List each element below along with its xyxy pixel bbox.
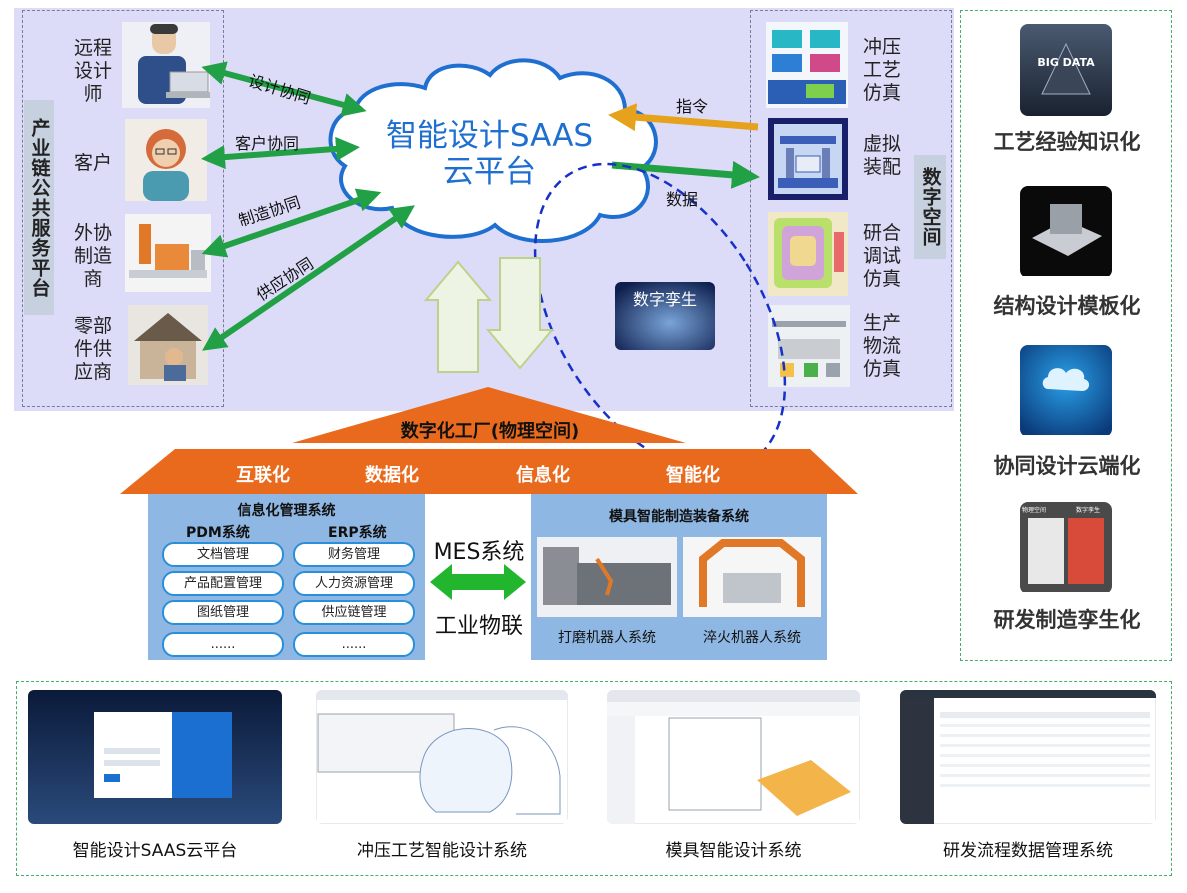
instruction-arrow xyxy=(608,103,759,132)
pdm-item-config: 产品配置管理 xyxy=(162,571,284,596)
mold-design-screenshot xyxy=(607,690,860,824)
erp-item-supply-chain: 供应链管理 xyxy=(293,600,415,625)
remote-designer-icon xyxy=(122,22,210,108)
instruction-label: 指令 xyxy=(676,97,709,116)
cloud-title-line1: 智能设计SAAS xyxy=(385,118,594,154)
big-data-icon-text: BIG DATA xyxy=(1037,56,1095,69)
digital-twin-room-icon xyxy=(1020,502,1112,592)
parts-supplier-icon xyxy=(128,305,208,385)
twin-icon-right-text: 数字孪生 xyxy=(1076,507,1101,514)
pdm-item-drawings: 图纸管理 xyxy=(162,600,284,625)
pdm-item-more: ...... xyxy=(162,632,284,657)
digital-space-title: 数字空间 xyxy=(914,155,946,259)
sim-label-spotting: 研合调试仿真 xyxy=(862,222,901,290)
digital-twin-image xyxy=(615,282,715,350)
mes-label: MES系统 xyxy=(433,540,525,565)
actor-label-designer: 远程设计师 xyxy=(73,37,112,105)
digital-twin-label: 数字孪生 xyxy=(632,290,697,309)
data-label: 数据 xyxy=(666,190,699,209)
data-arrow xyxy=(611,160,760,189)
twin-icon-left-text: 物理空间 xyxy=(1022,507,1047,514)
sim-label-stamping: 冲压工艺仿真 xyxy=(862,36,901,104)
quenching-robot-image xyxy=(683,537,821,617)
cloud-icon xyxy=(1020,345,1112,435)
caption-rd-data-management: 研发流程数据管理系统 xyxy=(943,841,1113,861)
rd-data-management-screenshot xyxy=(900,690,1156,824)
upload-arrow xyxy=(423,260,493,373)
erp-item-finance: 财务管理 xyxy=(293,542,415,567)
big-data-icon xyxy=(1020,24,1112,116)
info-system-title: 信息化管理系统 xyxy=(237,503,336,519)
sidebar-label-twin: 研发制造孪生化 xyxy=(993,608,1141,632)
sim-label-assembly: 虚拟装配 xyxy=(862,133,901,178)
erp-title: ERP系统 xyxy=(328,525,387,541)
sidebar-label-cloud: 协同设计云端化 xyxy=(993,454,1141,478)
feature-information: 信息化 xyxy=(516,465,570,486)
spotting-simulation-icon xyxy=(768,212,848,296)
pdm-title: PDM系统 xyxy=(186,525,250,541)
grinding-robot-image xyxy=(537,537,677,617)
cloud-title-line2: 云平台 xyxy=(443,154,536,190)
sidebar-label-knowledge: 工艺经验知识化 xyxy=(993,130,1141,154)
customer-collab-label: 客户协同 xyxy=(235,134,300,153)
feature-interconnect: 互联化 xyxy=(236,465,290,486)
virtual-assembly-icon xyxy=(768,118,848,200)
design-collab-arrow xyxy=(201,61,367,117)
actor-label-manufacturer: 外协制造商 xyxy=(73,222,112,290)
caption-saas-platform: 智能设计SAAS云平台 xyxy=(72,841,238,861)
robot-label-quenching: 淬火机器人系统 xyxy=(703,630,801,646)
sidebar-label-template: 结构设计模板化 xyxy=(993,294,1141,318)
customer-icon xyxy=(125,119,207,201)
outsourced-manufacturer-icon xyxy=(125,214,211,292)
erp-item-more: ...... xyxy=(293,632,415,657)
bottom-systems-panel xyxy=(16,681,1172,876)
sim-label-logistics: 生产物流仿真 xyxy=(862,312,901,380)
pdm-item-docs: 文档管理 xyxy=(162,542,284,567)
customer-collab-arrow xyxy=(201,136,360,170)
caption-mold-design: 模具智能设计系统 xyxy=(665,841,802,861)
iot-label: 工业物联 xyxy=(434,614,523,639)
feature-intelligent: 智能化 xyxy=(666,465,720,486)
logistics-simulation-icon xyxy=(768,305,850,387)
mold-structure-icon xyxy=(1020,186,1112,276)
factory-title: 数字化工厂(物理空间) xyxy=(400,421,580,442)
cloud-title: 智能设计SAAS 云平台 xyxy=(352,118,627,190)
saas-platform-screenshot xyxy=(28,690,282,824)
right-panel-border xyxy=(750,10,952,407)
stamping-design-screenshot xyxy=(316,690,568,824)
download-arrow xyxy=(485,257,555,370)
supply-collab-arrow xyxy=(202,205,415,351)
robot-label-grinding: 打磨机器人系统 xyxy=(558,630,656,646)
erp-item-hr: 人力资源管理 xyxy=(293,571,415,596)
industry-platform-title: 产业链公共服务平台 xyxy=(24,100,54,315)
caption-stamping-design: 冲压工艺智能设计系统 xyxy=(357,841,527,861)
actor-label-supplier: 零部件供应商 xyxy=(73,315,112,383)
equipment-system-title: 模具智能制造装备系统 xyxy=(609,509,749,525)
feature-data: 数据化 xyxy=(365,465,419,486)
right-sidebar xyxy=(960,10,1172,661)
mes-double-arrow-icon xyxy=(430,564,526,600)
actor-label-customer: 客户 xyxy=(73,152,112,174)
stamping-simulation-icon xyxy=(766,22,848,108)
